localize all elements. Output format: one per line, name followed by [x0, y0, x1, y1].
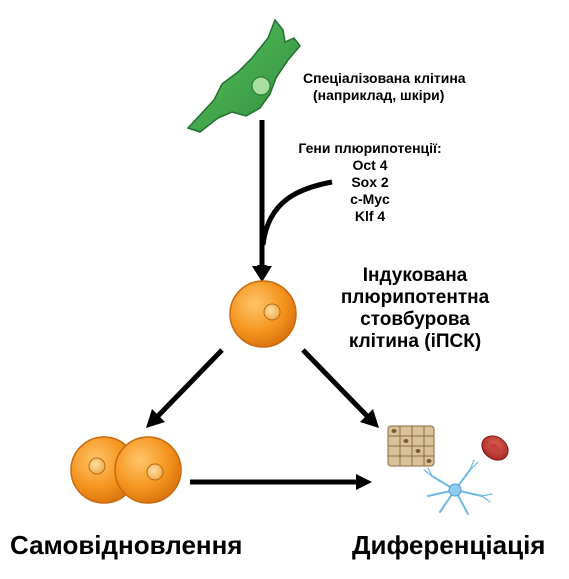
differentiation-arrow	[301, 348, 371, 420]
gene-sox2: Sox 2	[351, 174, 389, 190]
red-blood-cell-icon	[481, 435, 509, 461]
specialized-cell-line2: (наприклад, шкіри)	[313, 87, 445, 103]
self-renewed-cells-icon	[70, 436, 182, 504]
ipsc-line2: плюрипотентна	[340, 287, 490, 308]
pluripotency-genes-label: Гени плюрипотенції: Oct 4 Sox 2 c-Myc Kl…	[280, 140, 460, 225]
ipsc-line1: Індукована	[362, 265, 468, 286]
genes-curved-arrow	[260, 179, 333, 246]
self-renewal-arrow	[154, 348, 224, 420]
gene-cmyc: c-Myc	[350, 191, 390, 207]
gene-klf4: Klf 4	[354, 208, 386, 224]
gene-oct4: Oct 4	[352, 157, 388, 173]
fibroblast-cell-icon	[186, 18, 301, 133]
ipsc-cell-icon	[229, 280, 297, 348]
specialized-cell-label: Спеціалізована клітина (наприклад, шкіри…	[303, 70, 466, 104]
ipsc-line3: стовбурова	[360, 309, 470, 330]
differentiation-label: Диференціація	[352, 530, 546, 560]
genes-title: Гени плюрипотенції:	[298, 140, 442, 156]
epithelial-cells-icon	[387, 425, 435, 467]
neuron-cell-icon	[423, 459, 493, 515]
specialized-cell-line1: Спеціалізована клітина	[303, 70, 466, 86]
ipsc-line4: клітина (іПСК)	[348, 331, 482, 352]
self-renewal-label: Самовідновлення	[10, 530, 243, 560]
ipsc-label: Індукована плюрипотентна стовбурова кліт…	[320, 265, 510, 353]
